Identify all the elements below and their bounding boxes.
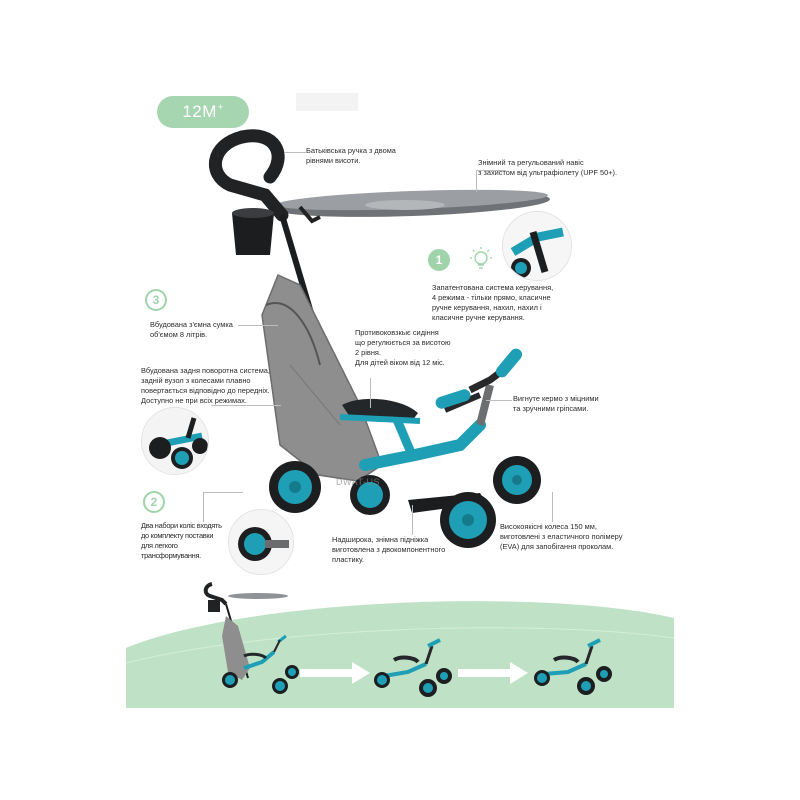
label-footrest: Надширока, знімна підніжка виготовлена з… <box>332 535 446 564</box>
stage-1-illustration <box>203 582 299 694</box>
age-text: 12M <box>182 102 217 121</box>
label-wheels: Високоякісні колеса 150 мм, виготовлені … <box>500 522 623 551</box>
label-wheel-sets: Два набори коліс входять до комплекту по… <box>141 521 222 560</box>
leader-line-canopy <box>476 170 477 192</box>
canopy-graphic <box>274 189 550 224</box>
leader-line-handle <box>284 152 306 153</box>
leader-line-wheelsets-h <box>203 492 243 493</box>
number-badge-2: 2 <box>143 491 165 513</box>
label-handlebar: Вигнуте кермо з міцними та зручними гріп… <box>513 394 599 413</box>
leader-line-seat <box>370 378 371 408</box>
number-badge-1: 1 <box>428 249 450 271</box>
wheel-set-detail-circle <box>228 509 294 575</box>
label-steering: Запатентована система керування, 4 режим… <box>432 283 554 322</box>
age-badge: 12M+ <box>157 96 249 128</box>
main-tricycle-illustration <box>209 129 550 548</box>
leader-line-rear <box>211 405 281 406</box>
arrow-right-icon <box>300 662 370 684</box>
bag-graphic <box>261 273 383 482</box>
number-badge-3: 3 <box>145 289 167 311</box>
label-canopy: Знімний та регульований навіс з захистом… <box>478 158 618 177</box>
leader-line-footrest <box>412 505 413 535</box>
leader-line-bag <box>238 325 278 326</box>
leader-line-wheelsets <box>203 492 204 522</box>
wheels-graphic <box>269 456 541 548</box>
arrow-right-icon <box>458 662 528 684</box>
leader-line-wheels <box>552 492 553 522</box>
watermark: DWAT-US <box>336 477 380 487</box>
label-bag: Вбудована з'ємна сумка об'ємом 8 літрів. <box>150 320 233 339</box>
lightbulb-icon <box>470 247 492 269</box>
leader-line-canopy-h <box>476 170 506 171</box>
stage-3-illustration <box>534 638 612 695</box>
stage-2-illustration <box>374 638 452 697</box>
label-parent-handle: Батьківська ручка з двома рівнями висоти… <box>306 146 396 165</box>
steering-detail-circle <box>502 211 572 281</box>
label-rear-axle: Вбудована задня поворотна система, задні… <box>141 366 270 405</box>
label-seat: Противоковзкыє сидіння що регулюється за… <box>355 328 451 367</box>
rear-axle-detail-circle <box>141 407 209 475</box>
faint-box <box>296 93 358 111</box>
leader-line-handlebar <box>486 400 512 401</box>
age-plus: + <box>217 102 224 112</box>
cup-holder-graphic <box>232 208 274 255</box>
